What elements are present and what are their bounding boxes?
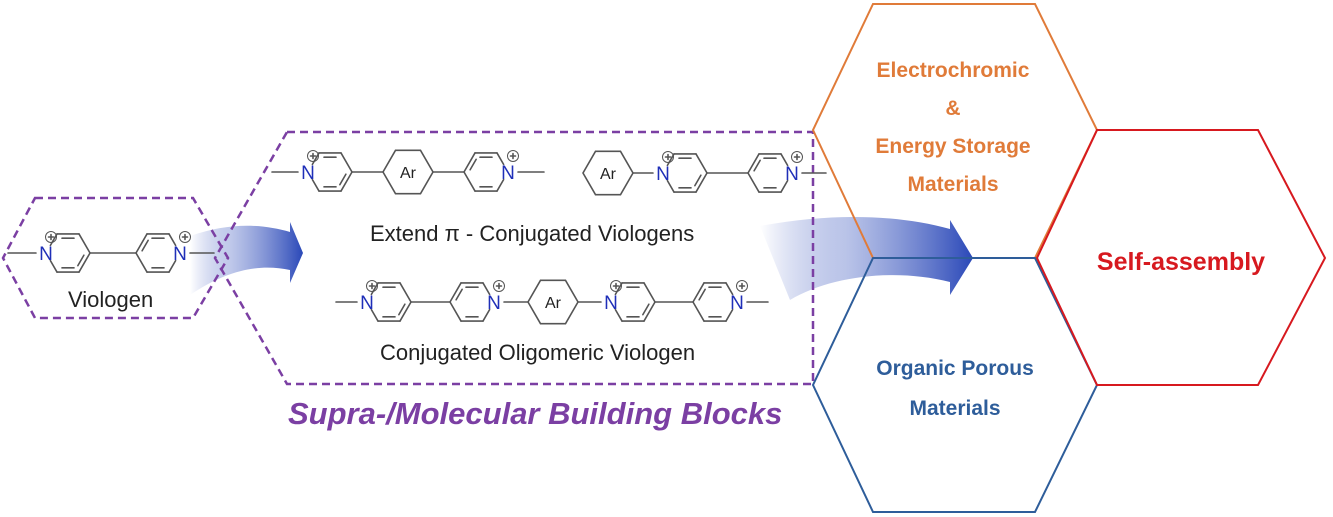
ring-bond [135, 252, 148, 273]
ring-bond [482, 282, 491, 296]
ring-bond [747, 153, 760, 174]
electrochromic-line-2: & [945, 97, 961, 120]
electrochromic-line-1: Electrochromic [876, 59, 1030, 82]
ring-bond [449, 282, 462, 303]
ring-bond [643, 282, 656, 303]
double-bond [694, 174, 702, 187]
ring-bond [399, 282, 412, 303]
building-blocks-title: Supra-/Molecular Building Blocks [288, 396, 783, 431]
oligomeric-viologen-caption: Conjugated Oligomeric Viologen [380, 340, 696, 365]
nitrogen-atom: N [501, 163, 515, 184]
ring-bond [135, 233, 148, 254]
organic-porous-line-1: Organic Porous [876, 357, 1034, 380]
nitrogen-atom: N [604, 293, 618, 314]
nitrogen-atom: N [39, 244, 53, 265]
positive-charge-icon [493, 280, 505, 292]
nitrogen-atom: N [730, 293, 744, 314]
nitrogen-atom: N [656, 164, 670, 185]
ring-bond [496, 178, 505, 192]
positive-charge-icon [45, 231, 57, 243]
ring-bond [614, 308, 623, 322]
ring-bond [747, 172, 760, 193]
ring-bond [340, 152, 353, 173]
positive-charge-icon [179, 231, 191, 243]
nitrogen-atom: N [173, 244, 187, 265]
organic-porous-label: Organic Porous Materials [855, 349, 1055, 429]
aryl-label: Ar [400, 165, 417, 182]
positive-charge-icon [610, 280, 622, 292]
double-bond [753, 159, 761, 172]
double-bond [339, 173, 347, 186]
ring-bond [482, 308, 491, 322]
double-bond [141, 239, 149, 252]
ring-bond [692, 282, 705, 303]
ring-bond [49, 259, 58, 273]
positive-charge-icon [366, 280, 378, 292]
viologen-caption: Viologen [68, 287, 154, 312]
extended-viologens-caption: Extend π - Conjugated Viologens [370, 221, 695, 246]
nitrogen-atom: N [301, 163, 315, 184]
ring-bond [168, 259, 177, 273]
positive-charge-icon [736, 280, 748, 292]
double-bond [642, 303, 650, 316]
double-bond [469, 158, 477, 171]
building-blocks-hexagon-frame [213, 130, 815, 386]
aryl-label: Ar [545, 295, 562, 312]
positive-charge-icon [307, 150, 319, 162]
ring-bond [496, 152, 505, 166]
nitrogen-atom: N [360, 293, 374, 314]
nitrogen-atom: N [785, 164, 799, 185]
ring-bond [695, 153, 708, 174]
double-bond [455, 288, 463, 301]
positive-charge-icon [662, 151, 674, 163]
positive-charge-icon [791, 151, 803, 163]
ring-bond [780, 179, 789, 193]
self-assembly-hexagon [1035, 129, 1327, 386]
ring-bond [643, 301, 656, 322]
double-bond [698, 288, 706, 301]
ring-bond [78, 233, 91, 254]
arrow-viologen-to-blocks [190, 222, 303, 295]
ring-bond [463, 171, 476, 192]
ring-bond [666, 179, 675, 193]
ring-bond [695, 172, 708, 193]
nitrogen-atom: N [487, 293, 501, 314]
ring-bond [340, 171, 353, 192]
electrochromic-line-4: Materials [907, 173, 999, 196]
ring-bond [370, 308, 379, 322]
self-assembly-label: Self-assembly [1081, 243, 1281, 281]
organic-porous-hexagon [811, 257, 1099, 513]
aryl-ring [582, 150, 634, 196]
electrochromic-line-3: Energy Storage [875, 135, 1031, 158]
aryl-label: Ar [600, 166, 617, 183]
self-assembly-line-1: Self-assembly [1096, 248, 1266, 276]
electrochromic-label: Electrochromic & Energy Storage Material… [853, 52, 1053, 204]
positive-charge-icon [507, 150, 519, 162]
ring-bond [463, 152, 476, 173]
ring-bond [725, 282, 734, 296]
ring-bond [780, 153, 789, 167]
ring-bond [78, 252, 91, 273]
ring-bond [725, 308, 734, 322]
double-bond [398, 303, 406, 316]
viologen-hexagon-frame [1, 196, 230, 320]
ring-bond [692, 301, 705, 322]
ring-bond [449, 301, 462, 322]
organic-porous-line-2: Materials [909, 397, 1001, 420]
ring-bond [311, 178, 320, 192]
ring-bond [399, 301, 412, 322]
double-bond [77, 254, 85, 267]
ring-bond [168, 233, 177, 247]
